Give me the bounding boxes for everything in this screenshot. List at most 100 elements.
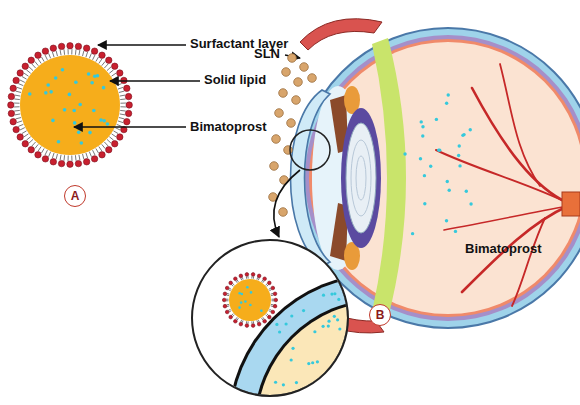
sln-particle-dot bbox=[284, 146, 293, 155]
lipid-tail bbox=[237, 280, 238, 282]
lipid-tail bbox=[266, 283, 268, 285]
lens bbox=[346, 123, 376, 233]
drug-dot bbox=[469, 128, 472, 131]
surfactant-molecule bbox=[58, 43, 64, 55]
lipid-head bbox=[229, 315, 233, 319]
lipid-tail bbox=[16, 118, 21, 119]
lipid-head bbox=[251, 324, 255, 328]
drug-dot bbox=[454, 230, 457, 233]
drug-dot bbox=[238, 292, 241, 295]
lipid-head bbox=[268, 315, 272, 319]
lipid-tail bbox=[35, 61, 38, 65]
drug-dot bbox=[290, 358, 293, 361]
lipid-tail bbox=[107, 67, 111, 71]
surfactant-molecule bbox=[83, 153, 90, 165]
lipid-tail bbox=[56, 51, 57, 56]
drug-dot bbox=[429, 165, 432, 168]
drug-dot bbox=[72, 109, 76, 113]
lipid-tail bbox=[14, 98, 19, 100]
vessel bbox=[444, 206, 568, 230]
surfactant-molecule bbox=[13, 124, 25, 132]
surfactant-molecule bbox=[112, 131, 124, 140]
surfactant-molecule bbox=[8, 102, 20, 108]
lipid-head bbox=[223, 292, 227, 296]
lipid-head bbox=[112, 141, 118, 147]
lipid-tail bbox=[45, 150, 47, 155]
lipid-tail bbox=[247, 276, 248, 278]
drug-dot bbox=[246, 286, 249, 289]
surfactant-molecule bbox=[225, 286, 231, 290]
surfactant-molecule bbox=[234, 317, 239, 323]
lipid-head bbox=[17, 134, 23, 140]
lipid-head bbox=[10, 118, 16, 124]
surfactant-molecule bbox=[118, 85, 130, 92]
lipid-tail bbox=[251, 321, 252, 323]
panel-letter: B bbox=[376, 309, 385, 321]
lipid-tail bbox=[14, 103, 19, 104]
drug-dot bbox=[447, 93, 450, 96]
lipid-head bbox=[106, 57, 112, 63]
leader-arrow bbox=[110, 80, 200, 81]
lipid-tail bbox=[236, 281, 237, 283]
lipid-tail bbox=[18, 84, 23, 86]
surfactant-molecule bbox=[223, 292, 229, 296]
panel-label-circle: B bbox=[369, 304, 391, 326]
lipid-head bbox=[42, 48, 48, 54]
lipid-tail bbox=[78, 155, 80, 160]
drug-dot bbox=[337, 298, 340, 301]
surfactant-molecule bbox=[251, 321, 255, 327]
surfactant-molecule bbox=[251, 273, 255, 279]
drug-dot bbox=[469, 202, 472, 205]
inset-border bbox=[192, 240, 348, 396]
lipid-head bbox=[268, 281, 272, 285]
lipid-head bbox=[245, 273, 249, 277]
lipid-head bbox=[125, 93, 131, 99]
lipid-tail bbox=[263, 317, 264, 319]
lipid-tail bbox=[117, 84, 122, 86]
surfactant-molecule bbox=[112, 70, 124, 79]
drug-dot bbox=[327, 325, 330, 328]
lipid-head bbox=[17, 70, 23, 76]
drug-dot bbox=[54, 76, 58, 80]
surfactant-molecule bbox=[245, 321, 249, 327]
drug-dot bbox=[51, 119, 55, 123]
upper-eyelid bbox=[300, 19, 382, 50]
lipid-tail bbox=[52, 52, 54, 57]
surfactant-molecule bbox=[35, 147, 44, 159]
lipid-tail bbox=[120, 106, 125, 107]
lipid-tail bbox=[271, 300, 273, 301]
surfactant-molecule bbox=[115, 124, 127, 132]
surfactant-molecule bbox=[10, 118, 22, 125]
lipid-head bbox=[13, 77, 19, 83]
drug-dot bbox=[461, 134, 464, 137]
lipid-tail bbox=[29, 139, 33, 143]
drug-dot bbox=[295, 381, 298, 384]
lipid-tail bbox=[49, 53, 51, 58]
surfactant-molecule bbox=[107, 63, 118, 73]
lipid-tail bbox=[120, 95, 125, 97]
lipid-tail bbox=[52, 153, 54, 158]
lipid-tail bbox=[228, 290, 230, 291]
sln-particle-dot bbox=[279, 89, 288, 98]
drug-dots bbox=[28, 68, 109, 145]
drug-dot bbox=[423, 174, 426, 177]
drug-dot bbox=[445, 219, 448, 222]
drug-dot bbox=[275, 323, 278, 326]
drug-dot bbox=[458, 164, 461, 167]
lipid-tail bbox=[242, 277, 244, 279]
lipid-tail bbox=[269, 288, 271, 289]
lipid-tail bbox=[109, 137, 113, 140]
surfactant-molecule bbox=[89, 48, 97, 60]
surfactant-molecule bbox=[75, 155, 81, 167]
magnify-marker bbox=[290, 130, 330, 170]
lipid-head bbox=[263, 319, 267, 323]
sln-particle-dot bbox=[270, 162, 279, 171]
sln-particle-dot bbox=[275, 109, 284, 118]
vessel bbox=[500, 64, 540, 186]
sln-particle-dot bbox=[294, 78, 303, 87]
lipid-tail bbox=[251, 276, 252, 278]
drug-dot bbox=[290, 314, 293, 317]
drug-dot bbox=[46, 83, 50, 87]
panel-letter: A bbox=[71, 190, 80, 202]
drug-dot bbox=[80, 141, 84, 145]
